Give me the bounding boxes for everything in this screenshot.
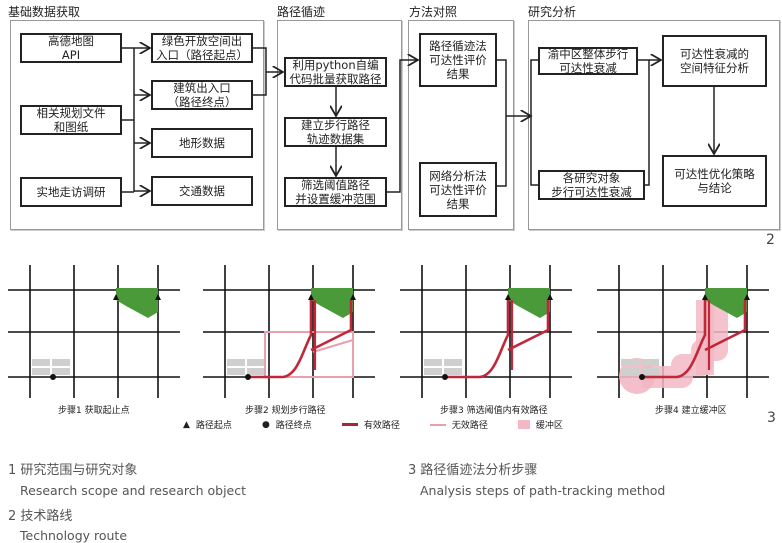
caption-3-en: Analysis steps of path-tracking method — [420, 483, 666, 498]
invalid-path — [312, 339, 354, 353]
step-panels — [8, 265, 769, 398]
end-point-icon — [245, 374, 251, 380]
step-2-label: 步骤2 规划步行路径 — [245, 406, 326, 416]
building — [227, 368, 245, 375]
building — [247, 359, 265, 366]
invalid-path — [248, 331, 354, 378]
legend-buffer: 缓冲区 — [517, 418, 563, 431]
box-overall: 渝中区整体步行 可达性衰减 — [538, 47, 638, 75]
box-field-survey: 实地走访调研 — [20, 177, 122, 207]
box-amap-api: 高德地图 API — [20, 33, 122, 63]
building — [621, 359, 639, 366]
start-point-icon — [155, 294, 161, 300]
flow-connectors — [122, 0, 782, 260]
box-building-entry: 建筑出入口 （路径终点） — [151, 80, 253, 110]
group-label-compare: 方法对照 — [409, 5, 458, 19]
legend: ▲路径起点 ●路径终点 有效路径 无效路径 缓冲区 — [183, 418, 563, 432]
legend-end: ●路径终点 — [261, 419, 312, 432]
building — [444, 359, 462, 366]
valid-path — [507, 300, 550, 352]
box-filter: 筛选阈值路径 并设置缓冲范围 — [284, 177, 387, 207]
start-point-icon — [308, 294, 314, 300]
building — [32, 368, 50, 375]
valid-path — [704, 300, 747, 352]
box-terrain: 地形数据 — [151, 128, 253, 158]
box-strategy: 可达性优化策略 与结论 — [662, 155, 767, 207]
step-4-label: 步骤4 建立缓冲区 — [655, 406, 727, 416]
building — [641, 359, 659, 366]
start-point-icon — [113, 294, 119, 300]
caption-2-en: Technology route — [20, 528, 128, 543]
green-space — [705, 288, 747, 318]
figure-3-number: 3 — [767, 410, 776, 426]
building — [641, 368, 659, 375]
box-traffic: 交通数据 — [151, 176, 253, 206]
box-python: 利用python自编 代码批量获取路径 — [284, 57, 387, 87]
group-label-data: 基础数据获取 — [8, 5, 81, 19]
green-space — [116, 288, 158, 318]
valid-path — [642, 300, 707, 379]
box-dataset: 建立步行路径 轨迹数据集 — [284, 117, 387, 147]
building — [52, 368, 70, 375]
box-track-result: 路径循迹法 可达性评价 结果 — [419, 33, 497, 87]
invalid-line-icon — [429, 423, 446, 426]
green-space — [508, 288, 550, 318]
start-point-icon — [702, 294, 708, 300]
valid-line-icon — [341, 423, 358, 426]
triangle-icon: ▲ — [183, 419, 190, 430]
legend-valid: 有效路径 — [341, 418, 400, 431]
box-each: 各研究对象 步行可达性衰减 — [538, 170, 645, 200]
start-point-icon — [744, 294, 750, 300]
buffer-zone — [619, 358, 655, 394]
building — [247, 368, 265, 375]
group-label-tracking: 路径循迹 — [277, 5, 326, 19]
building — [424, 368, 442, 375]
valid-path — [445, 300, 510, 379]
group-label-analysis: 研究分析 — [528, 5, 577, 19]
caption-1-zh: 1 研究范围与研究对象 — [8, 463, 138, 478]
legend-start: ▲路径起点 — [183, 419, 232, 432]
caption-2-zh: 2 技术路线 — [8, 509, 73, 524]
step-3-label: 步骤3 筛选阈值内有效路径 — [440, 406, 548, 416]
box-network-result: 网络分析法 可达性评价 结果 — [419, 162, 497, 217]
end-point-icon — [639, 374, 645, 380]
step-1-label: 步骤1 获取起止点 — [58, 406, 130, 416]
building — [52, 359, 70, 366]
caption-1-en: Research scope and research object — [20, 483, 247, 498]
start-point-icon — [547, 294, 553, 300]
green-space — [311, 288, 353, 318]
group-compare — [408, 20, 514, 230]
start-point-icon — [350, 294, 356, 300]
caption-3-zh: 3 路径循迹法分析步骤 — [408, 463, 538, 478]
building — [444, 368, 462, 375]
buffer-swatch-icon — [517, 420, 530, 429]
building — [621, 368, 639, 375]
building — [227, 359, 245, 366]
building — [32, 359, 50, 366]
dot-icon: ● — [261, 419, 270, 430]
valid-path — [248, 300, 313, 379]
end-point-icon — [442, 374, 448, 380]
group-tracking — [277, 20, 402, 230]
box-planning-docs: 相关规划文件 和图纸 — [20, 105, 122, 135]
legend-invalid: 无效路径 — [429, 418, 488, 431]
valid-path — [310, 300, 353, 352]
building — [424, 359, 442, 366]
box-green-entry: 绿色开放空间出 入口（路径起点） — [151, 33, 253, 63]
end-point-icon — [50, 374, 56, 380]
group-data — [10, 20, 264, 230]
figure-2-number: 2 — [766, 232, 775, 248]
start-point-icon — [505, 294, 511, 300]
box-spatial: 可达性衰减的 空间特征分析 — [662, 35, 767, 87]
